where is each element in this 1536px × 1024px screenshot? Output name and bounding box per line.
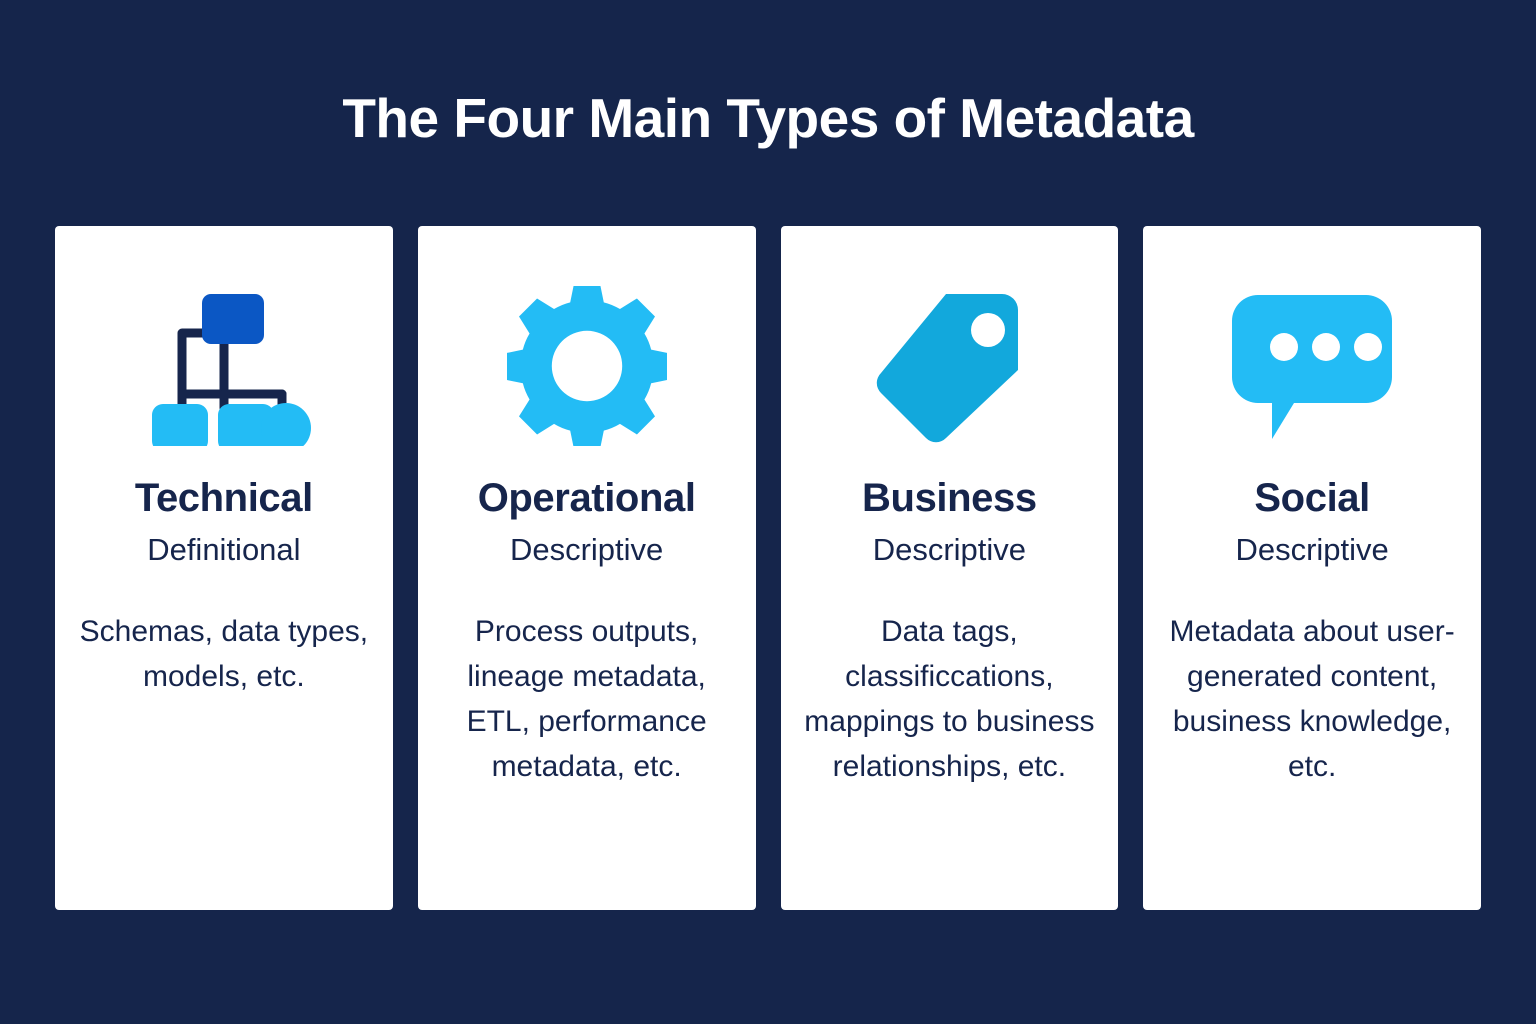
card-subtitle: Descriptive [1235,532,1389,567]
card-business[interactable]: Business Descriptive Data tags, classifi… [780,226,1119,910]
card-description: Metadata about user-generated content, b… [1169,615,1455,784]
card-subtitle: Descriptive [509,532,664,567]
gear-icon [492,278,682,453]
card-description: Process outputs, lineage metadata, ETL, … [466,615,707,784]
card-subtitle: Definitional [147,532,301,567]
card-title: Operational [477,476,696,520]
tag-icon [854,278,1044,453]
page-title: The Four Main Types of Metadata [342,87,1194,149]
card-description: Schemas, data types, models, etc. [79,615,369,694]
card-social[interactable]: Social Descriptive Metadata about user-g… [1143,226,1481,910]
chat-bubble-icon [1217,278,1407,453]
card-description: Data tags, classificcations, mappings to… [804,615,1095,784]
hierarchy-icon [129,278,319,453]
card-technical[interactable]: Technical Definitional Schemas, data typ… [55,226,393,910]
card-subtitle: Descriptive [872,532,1027,567]
metadata-type-card-row: Technical Definitional Schemas, data typ… [55,226,1481,910]
card-title: Social [1254,476,1370,520]
card-title: Business [862,476,1037,520]
card-operational[interactable]: Operational Descriptive Process outputs,… [417,226,756,910]
card-title: Technical [134,476,313,520]
